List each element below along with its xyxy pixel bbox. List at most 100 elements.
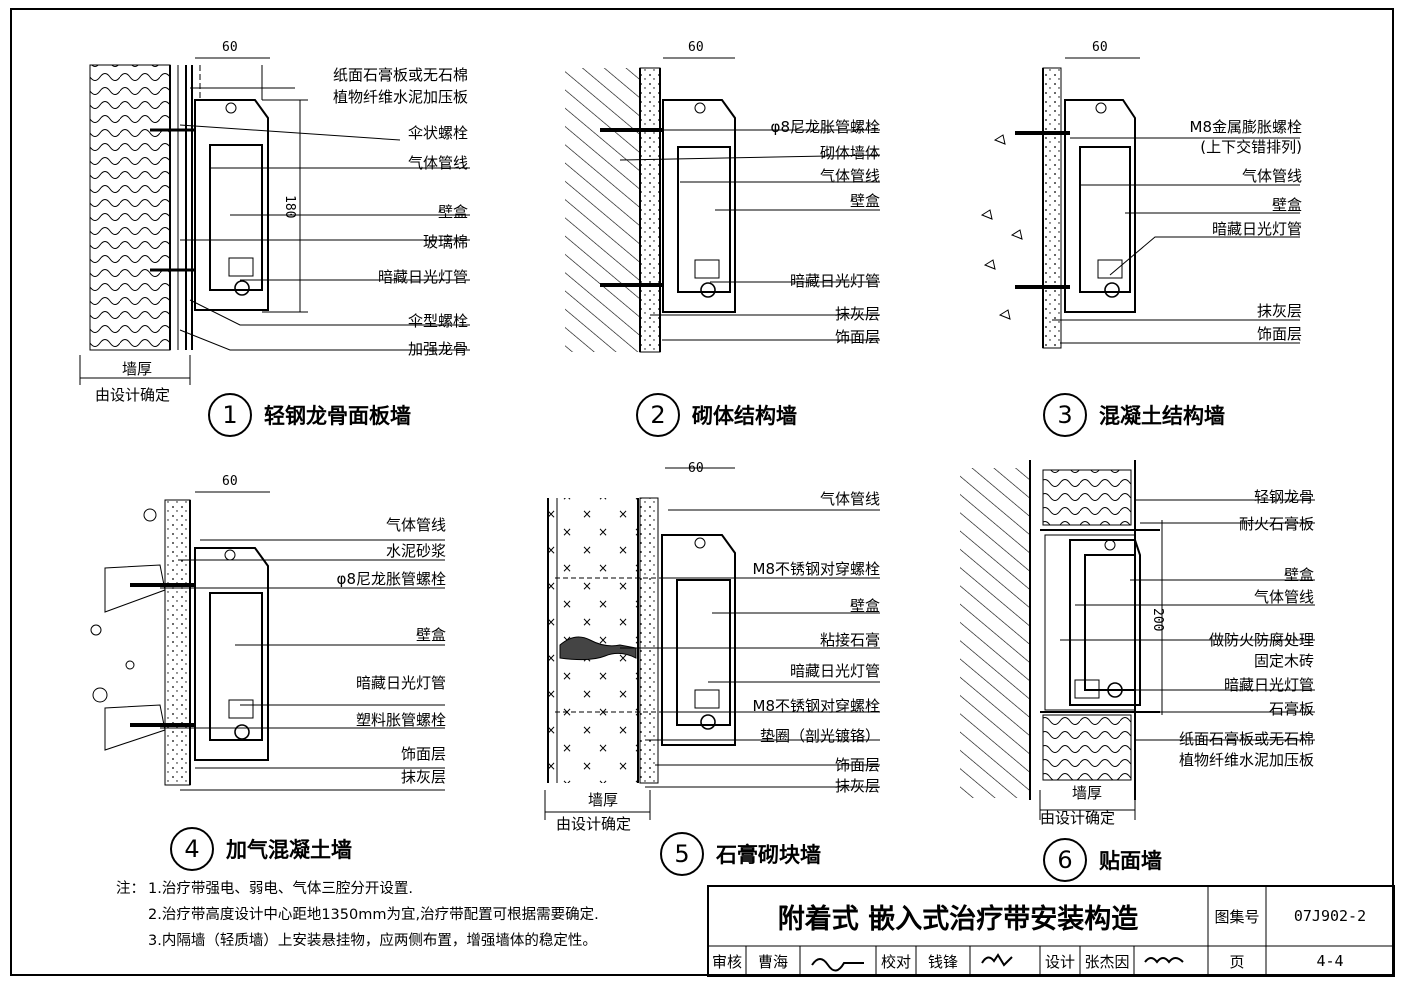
p1-label-umbrella-bolt: 伞状螺栓 [407,124,468,142]
p5-caption: 5 石膏砌块墙 [660,832,821,876]
p6-label-wall-box: 壁盒 [1283,566,1314,584]
p5-label-wall-box: 壁盒 [849,597,880,615]
check-label: 校对 [880,952,911,971]
page-label: 页 [1229,952,1245,971]
atlas-label: 图集号 [1214,907,1260,926]
dim-60-p3: 60 [1092,40,1108,55]
drawing-frame [10,8,1394,976]
p6-label-panel-a: 纸面石膏板或无石棉 [1178,730,1314,748]
p5-label-finish: 饰面层 [834,756,880,774]
panel-6-drawing [960,460,1315,820]
p6-title: 贴面墙 [1099,849,1162,873]
p2-label-masonry: 砌体墙体 [819,144,880,162]
p3-title: 混凝土结构墙 [1099,404,1225,428]
dim-60-p5: 60 [688,461,704,476]
signature-marks [811,953,1184,972]
p1-label-panel-a: 纸面石膏板或无石棉 [332,66,468,84]
p4-label-mortar: 水泥砂浆 [385,542,446,560]
p3-label-lamp: 暗藏日光灯管 [1211,220,1302,238]
p2-title: 砌体结构墙 [692,404,797,428]
note-2: 2.治疗带高度设计中心距地1350mm为宜,治疗带配置可根据需要确定. [148,907,599,923]
design-label: 设计 [1044,952,1075,971]
p1-label-wall-box: 壁盒 [437,203,468,221]
p3-number: 3 [1043,393,1087,437]
p1-label-bolt: 伞型螺栓 [407,312,468,330]
p1-title: 轻钢龙骨面板墙 [264,404,411,428]
p5-label-through-bolt-b: M8不锈钢对穿螺栓 [752,697,881,715]
dim-180-p1: 180 [282,195,297,219]
notes-prefix: 注： [116,881,145,897]
p5-wall-thickness: 墙厚 [588,791,619,809]
p1-label-lamp: 暗藏日光灯管 [377,268,468,286]
p2-label-plaster: 抹灰层 [834,305,880,323]
p5-label-gas-pipe: 气体管线 [819,490,880,508]
p5-label-plaster: 抹灰层 [834,777,880,795]
p5-label-lamp: 暗藏日光灯管 [789,662,880,680]
p6-label-fire-board: 耐火石膏板 [1238,515,1314,533]
checker-name: 钱锋 [927,952,958,971]
p6-label-panel-b: 植物纤维水泥加压板 [1178,751,1314,769]
p1-wall-note: 由设计确定 [95,386,171,404]
p2-label-lamp: 暗藏日光灯管 [789,272,880,290]
note-3: 3.内隔墙（轻质墙）上安装悬挂物，应两侧布置，增强墙体的稳定性。 [148,933,597,949]
p6-caption: 6 贴面墙 [1043,838,1162,882]
p4-label-lamp: 暗藏日光灯管 [355,674,446,692]
panel-1-drawing [79,57,470,385]
p4-label-plaster: 抹灰层 [400,768,446,786]
p1-label-panel-b: 植物纤维水泥加压板 [332,88,468,106]
p2-number: 2 [636,393,680,437]
p5-title: 石膏砌块墙 [716,843,821,867]
reviewer-name: 曹海 [757,952,788,971]
p1-label-stud: 加强龙骨 [407,340,468,358]
p6-label-fire-treatment: 做防火防腐处理 [1208,631,1314,649]
p3-label-plaster: 抹灰层 [1256,302,1302,320]
p1-label-gas-pipe: 气体管线 [407,154,468,172]
p6-label-lamp: 暗藏日光灯管 [1223,676,1314,694]
note-1: 1.治疗带强电、弱电、气体三腔分开设置. [148,881,413,897]
p1-label-glass-wool: 玻璃棉 [422,233,468,251]
p6-label-steel-stud: 轻钢龙骨 [1253,488,1314,506]
panel-2-drawing [565,57,881,353]
panel-4-drawing [90,491,445,791]
p5-label-glue: 粘接石膏 [819,631,880,649]
designer-name: 张杰因 [1084,952,1130,971]
p5-number: 5 [660,832,704,876]
p5-wall-note: 由设计确定 [556,815,632,833]
p4-title: 加气混凝土墙 [226,838,352,862]
p6-label-gypsum: 石膏板 [1268,700,1314,718]
p4-label-nylon-bolt: φ8尼龙胀管螺栓 [336,570,446,588]
panel-3-drawing [980,57,1300,349]
dim-200-p6: 200 [1150,608,1165,632]
p2-caption: 2 砌体结构墙 [636,393,797,437]
page-number: 4-4 [1316,952,1344,970]
p4-number: 4 [170,827,214,871]
p4-caption: 4 加气混凝土墙 [170,827,352,871]
dim-60-p4: 60 [222,474,238,489]
p6-number: 6 [1043,838,1087,882]
dim-60-p2: 60 [688,40,704,55]
p4-label-wall-box: 壁盒 [415,626,446,644]
p4-label-plastic-bolt: 塑料胀管螺栓 [355,711,446,729]
panel-5-drawing [544,467,880,820]
p1-wall-thickness: 墙厚 [122,360,153,378]
p5-label-through-bolt-a: M8不锈钢对穿螺栓 [752,560,881,578]
p2-label-wall-box: 壁盒 [849,192,880,210]
atlas-number: 07J902-2 [1293,907,1367,925]
p6-label-gas-pipe: 气体管线 [1253,588,1314,606]
p3-label-gas-pipe: 气体管线 [1241,167,1302,185]
p2-label-finish: 饰面层 [834,328,880,346]
review-label: 审核 [711,952,742,971]
p6-wall-thickness: 墙厚 [1072,784,1103,802]
p1-number: 1 [208,393,252,437]
p2-label-nylon-bolt: φ8尼龙胀管螺栓 [770,118,880,136]
p3-caption: 3 混凝土结构墙 [1043,393,1225,437]
p1-caption: 1 轻钢龙骨面板墙 [208,393,411,437]
dim-60-p1: 60 [222,40,238,55]
p2-label-gas-pipe: 气体管线 [819,167,880,185]
p3-label-expansion-bolt: M8金属膨胀螺栓 [1189,118,1303,136]
p3-label-finish: 饰面层 [1256,325,1302,343]
title-block: 附着式 嵌入式治疗带安装构造 图集号 07J902-2 审核 曹海 校对 钱锋 … [708,886,1394,976]
p4-label-finish: 饰面层 [400,745,446,763]
p3-label-staggered: (上下交错排列) [1200,138,1302,156]
